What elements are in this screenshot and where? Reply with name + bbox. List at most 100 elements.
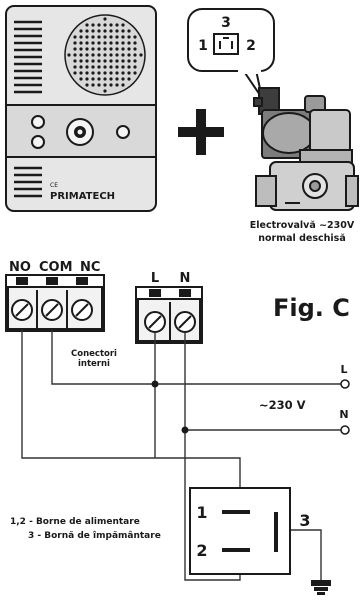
- supply-l-terminal: [340, 379, 350, 389]
- junction-n: [181, 426, 189, 434]
- grille-hole: [85, 29, 89, 33]
- grille-hole: [97, 65, 101, 69]
- internal-connectors-line2: interni: [78, 359, 110, 369]
- legend-line1: 1,2 - Borne de alimentare: [10, 517, 140, 527]
- coil-pin-2: 2: [196, 541, 207, 560]
- ce-mark: CE: [50, 182, 58, 189]
- terminal-l-label: L: [151, 271, 159, 286]
- test-button[interactable]: [116, 125, 130, 139]
- grille-hole: [127, 35, 131, 39]
- grille-hole: [133, 47, 137, 51]
- grille-hole: [109, 83, 113, 87]
- grille-hole: [79, 41, 83, 45]
- grille-hole: [115, 83, 119, 87]
- grille-hole: [91, 83, 95, 87]
- power-terminal-block: [135, 286, 203, 344]
- grille-hole: [127, 29, 131, 33]
- grille-hole: [85, 71, 89, 75]
- terminal-n-label: N: [180, 271, 191, 286]
- grille-hole: [73, 47, 77, 51]
- grille-hole: [121, 83, 125, 87]
- grille-hole: [121, 35, 125, 39]
- coil-pin-1: 1: [196, 503, 207, 522]
- connector-pin-3: 3: [221, 15, 231, 31]
- grille-hole: [103, 89, 107, 93]
- grille-hole: [121, 47, 125, 51]
- grille-hole: [115, 53, 119, 57]
- grille-hole: [91, 29, 95, 33]
- lower-vents: [14, 166, 42, 198]
- grille-hole: [127, 41, 131, 45]
- valve-caption-line2: normal deschisă: [258, 233, 345, 244]
- grille-hole: [109, 65, 113, 69]
- grille-hole: [121, 77, 125, 81]
- grille-hole: [109, 35, 113, 39]
- grille-hole: [85, 59, 89, 63]
- legend-line2: 3 - Bornă de împământare: [28, 531, 161, 541]
- grille-hole: [97, 29, 101, 33]
- grille-hole: [121, 71, 125, 75]
- grille-hole: [103, 47, 107, 51]
- grille-hole: [85, 23, 89, 27]
- grille-hole: [115, 65, 119, 69]
- grille-hole: [121, 23, 125, 27]
- grille-hole: [127, 65, 131, 69]
- valve-connector-symbol: [189, 487, 291, 575]
- grille-hole: [85, 53, 89, 57]
- grille-hole: [91, 59, 95, 63]
- indicator-led-2: [31, 135, 45, 149]
- grille-hole: [91, 41, 95, 45]
- grille-hole: [79, 29, 83, 33]
- indicator-led-1: [31, 115, 45, 129]
- grille-hole: [115, 23, 119, 27]
- grille-hole: [121, 41, 125, 45]
- grille-hole: [127, 71, 131, 75]
- grille-hole: [115, 77, 119, 81]
- terminal-com-label: COM: [39, 260, 73, 275]
- grille-hole: [133, 59, 137, 63]
- grille-hole: [133, 35, 137, 39]
- grille-hole: [67, 53, 71, 57]
- grille-hole: [109, 47, 113, 51]
- grille-hole: [127, 59, 131, 63]
- grille-hole: [109, 41, 113, 45]
- grille-hole: [97, 77, 101, 81]
- grille-hole: [127, 77, 131, 81]
- grille-hole: [109, 59, 113, 63]
- grille-hole: [97, 71, 101, 75]
- grille-hole: [73, 65, 77, 69]
- connector-pin-1: 1: [198, 38, 208, 54]
- grille-hole: [73, 35, 77, 39]
- grille-hole: [115, 35, 119, 39]
- grille-hole: [127, 53, 131, 57]
- connector-pin-2: 2: [246, 38, 256, 54]
- grille-hole: [103, 53, 107, 57]
- grille-hole: [103, 71, 107, 75]
- grille-hole: [109, 29, 113, 33]
- grille-hole: [97, 83, 101, 87]
- wiring: [21, 330, 341, 581]
- supply-n-label: N: [339, 408, 348, 421]
- grille-hole: [79, 71, 83, 75]
- grille-hole: [73, 71, 77, 75]
- relay-terminal-block: [5, 274, 105, 332]
- grille-hole: [103, 83, 107, 87]
- grille-hole: [115, 29, 119, 33]
- grille-hole: [73, 59, 77, 63]
- grille-hole: [91, 71, 95, 75]
- grille-hole: [133, 41, 137, 45]
- gas-sensor: [66, 118, 94, 146]
- grille-hole: [133, 65, 137, 69]
- grille-hole: [79, 35, 83, 39]
- terminal-nc-label: NC: [80, 260, 100, 275]
- grille-hole: [121, 53, 125, 57]
- grille-hole: [121, 65, 125, 69]
- valve-caption-line1: Electrovalvă ~230V: [250, 220, 355, 231]
- supply-l-label: L: [340, 363, 347, 376]
- grille-hole: [109, 53, 113, 57]
- grille-hole: [85, 65, 89, 69]
- connector-callout: 3 1 2: [187, 8, 275, 99]
- grille-hole: [109, 71, 113, 75]
- grille-hole: [103, 29, 107, 33]
- grille-hole: [85, 35, 89, 39]
